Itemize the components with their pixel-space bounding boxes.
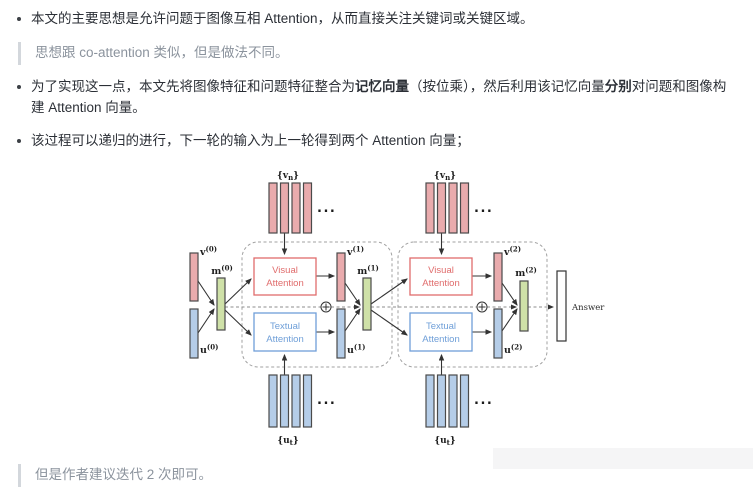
label-v0: v(0) [199,244,217,258]
bullet-item-memory-vector: 为了实现这一点，本文先将图像特征和问题特征整合为记忆向量（按位乘），然后利用该记… [14,77,739,119]
label-v2: v(2) [503,244,521,258]
hop1-dashed-box [241,241,393,368]
bullet-list-2: 为了实现这一点，本文先将图像特征和问题特征整合为记忆向量（按位乘），然后利用该记… [14,77,739,152]
svg-text:Textual: Textual [270,321,300,332]
visual-feature-bars [189,182,503,302]
svg-text:Visual: Visual [272,265,298,276]
quote-co-attention: 思想跟 co-attention 类似，但是做法不同。 [18,41,739,65]
bullet-text-part: 对问题和图像构建 Attention 向量。 [31,78,727,115]
label-u0: u(0) [200,342,218,356]
visual-attention-box-1: Visual Attention [253,256,317,296]
watermark-block [493,448,753,469]
oplus-icon [320,301,332,313]
svg-text:Attention: Attention [422,334,460,345]
memory-bars [216,277,529,332]
textual-attention-box-2: Textual Attention [409,311,473,352]
bar-v2 [493,252,503,302]
label-ut-1: {ut} [277,436,299,447]
svg-text:Attention: Attention [266,334,304,345]
bullet-text-part: 为了实现这一点，本文先将图像特征和问题特征整合为 [31,78,355,94]
label-v1: v(1) [346,244,364,258]
label-vn-1: {vn} [277,171,299,182]
bullet-text-part: （按位乘），然后利用该记忆向量 [409,78,605,94]
attention-network-figure: Answer Visual Attention Textual Attentio… [189,171,605,447]
label-ut-2: {ut} [434,436,456,447]
answer-label: Answer [571,303,605,313]
label-vn-2: {vn} [434,171,456,182]
bar-u2 [493,308,503,359]
svg-text:Visual: Visual [428,265,454,276]
bullet-text: 本文的主要思想是允许问题于图像互相 Attention，从而直接关注关键词或关键… [31,11,534,26]
ellipsis-top-2: ... [474,201,493,216]
ellipsis-top-1: ... [317,201,336,216]
bar-u1 [336,308,346,359]
bar-m1 [362,277,372,331]
bullet-item-recursion: 该过程可以递归的进行，下一轮的输入为上一轮得到两个 Attention 向量； [14,131,739,152]
bar-u0 [189,308,199,359]
label-m1: m(1) [357,263,379,277]
architecture-diagram: Answer Visual Attention Textual Attentio… [14,166,739,452]
flow-arrows [197,232,518,375]
hop2-dashed-box [397,241,548,368]
oplus-icon [476,301,488,313]
bold-memory-vector: 记忆向量 [355,78,409,94]
ellipsis-bottom-2: ... [474,393,493,408]
quote-text: 但是作者建议迭代 2 次即可。 [35,466,213,482]
bold-separately: 分别 [604,78,632,94]
label-u2: u(2) [504,342,522,356]
answer-bar [556,270,567,342]
label-u1: u(1) [347,342,365,356]
ellipsis-bottom-1: ... [317,393,336,408]
bar-v0 [189,252,199,302]
bullet-item-main-idea: 本文的主要思想是允许问题于图像互相 Attention，从而直接关注关键词或关键… [14,9,739,30]
svg-text:Attention: Attention [422,278,460,289]
svg-text:Textual: Textual [426,321,456,332]
textual-feature-bars [189,308,503,428]
bar-m2 [519,280,529,332]
quote-text: 思想跟 co-attention 类似，但是做法不同。 [35,44,289,60]
visual-attention-box-2: Visual Attention [409,256,473,296]
bullet-list-1: 本文的主要思想是允许问题于图像互相 Attention，从而直接关注关键词或关键… [14,9,739,30]
bullet-text: 该过程可以递归的进行，下一轮的输入为上一轮得到两个 Attention 向量； [31,132,470,148]
bar-m0 [216,277,226,331]
svg-text:Attention: Attention [266,278,304,289]
label-m0: m(0) [211,263,233,277]
bar-v1 [336,252,346,302]
textual-attention-box-1: Textual Attention [253,311,317,352]
label-m2: m(2) [515,265,537,279]
